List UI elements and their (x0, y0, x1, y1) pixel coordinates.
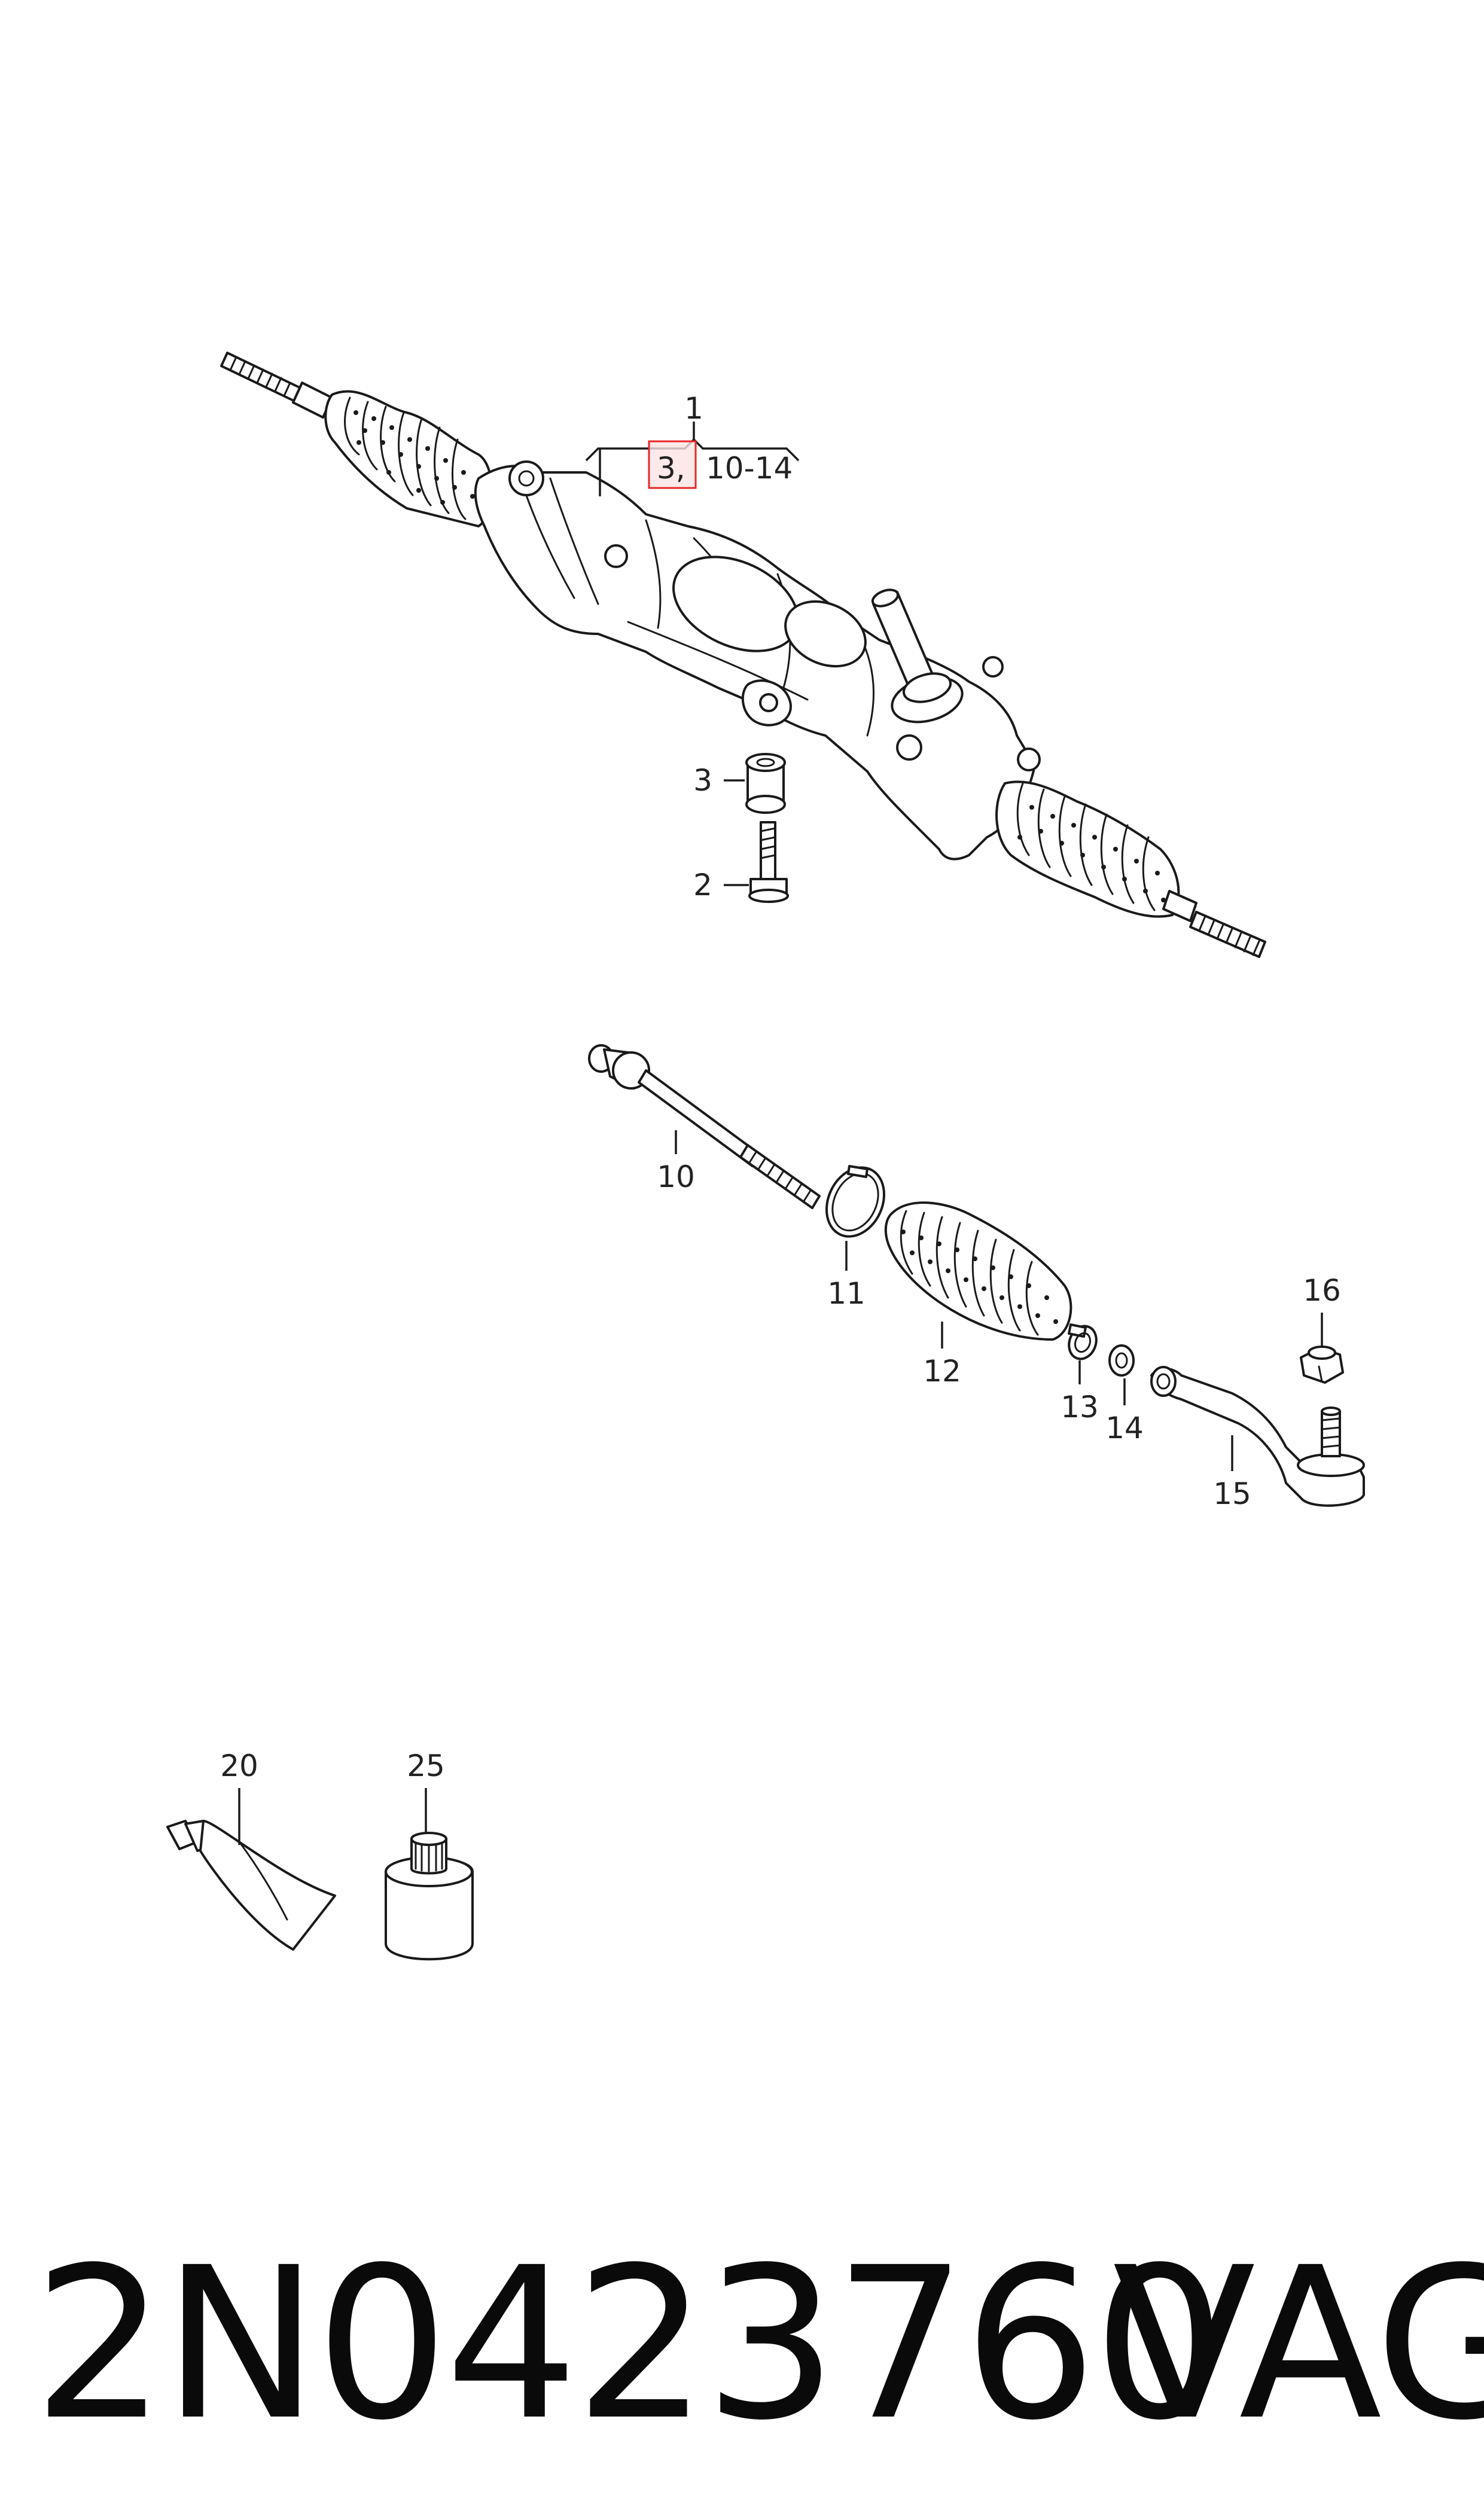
callout-1[interactable]: 1 (684, 391, 703, 426)
callout-15[interactable]: 15 (1213, 1476, 1251, 1511)
clamp-part-11 (825, 1165, 886, 1238)
part-number: 2N0423760 (33, 2222, 1226, 2466)
bushing-part-3 (745, 753, 786, 814)
callout-12[interactable]: 12 (923, 1354, 961, 1389)
callout-1-ref-10-14[interactable]: 10-14 (706, 451, 793, 486)
callout-13[interactable]: 13 (1061, 1390, 1099, 1424)
rack-right-bellows (995, 780, 1180, 918)
callout-25[interactable]: 25 (407, 1749, 445, 1783)
tie-rod-part-10 (588, 1044, 821, 1209)
bolt-part-2 (748, 821, 789, 903)
grease-tube-part-20 (166, 1820, 336, 1951)
callout-10[interactable]: 10 (657, 1160, 695, 1194)
tie-rod-end-part-15 (1150, 1366, 1365, 1507)
callout-3[interactable]: 3 (693, 763, 712, 798)
rack-left-bellows (324, 390, 493, 528)
clamp-part-13 (1068, 1323, 1098, 1360)
callout-16[interactable]: 16 (1303, 1273, 1341, 1308)
callout-1-ref-3[interactable]: 3, (657, 451, 685, 486)
brand-label: VAG (1113, 2222, 1484, 2466)
rack-left-thread (220, 352, 333, 419)
callout-20[interactable]: 20 (220, 1749, 258, 1783)
callout-1-bracket (585, 422, 800, 496)
bellows-boot-part-12 (884, 1201, 1072, 1341)
hex-nut-part-16 (1300, 1346, 1344, 1384)
pinion-input-shaft (871, 588, 964, 724)
callout-14[interactable]: 14 (1105, 1411, 1144, 1445)
callout-highlight-box (648, 440, 697, 489)
rack-right-thread (1162, 890, 1266, 958)
callout-2[interactable]: 2 (693, 868, 712, 902)
fluid-bottle-part-25 (385, 1832, 474, 1961)
callout-11[interactable]: 11 (827, 1276, 866, 1311)
steering-rack-assembly (220, 352, 1266, 958)
lock-nut-part-14 (1108, 1344, 1135, 1377)
